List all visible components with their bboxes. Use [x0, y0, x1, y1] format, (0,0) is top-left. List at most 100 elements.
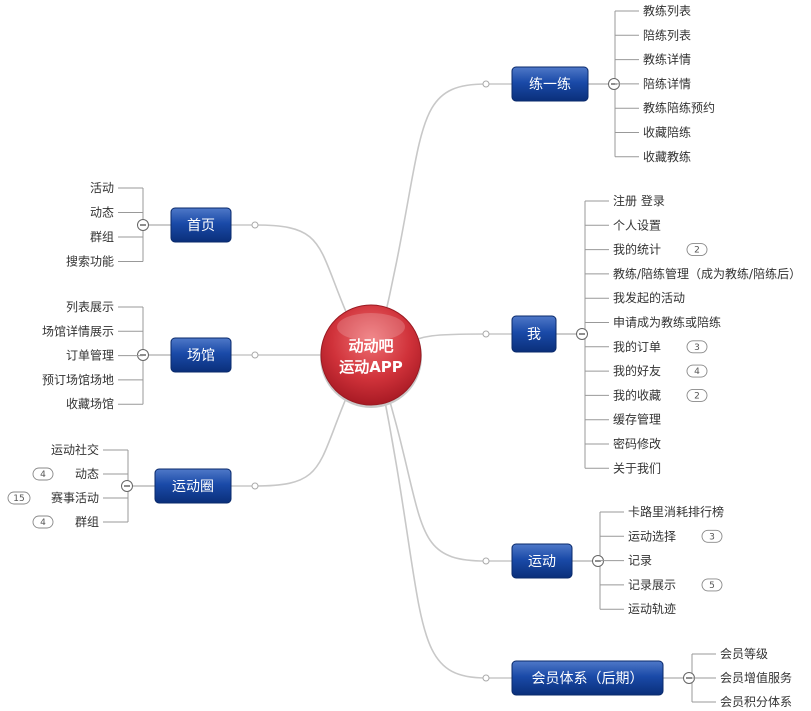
branch-node-changguan[interactable]: 场馆 [170, 337, 232, 373]
leaf-item[interactable]: 赛事活动 15 [7, 490, 128, 505]
leaf-item[interactable]: 运动选择 3 [600, 529, 723, 543]
leaf-label: 运动选择 [628, 529, 676, 543]
branch-node-box [511, 315, 557, 353]
leaf-item[interactable]: 会员增值服务 [692, 670, 792, 685]
leaf-item[interactable]: 密码修改 [585, 436, 661, 451]
leaf-item[interactable]: 个人设置 [585, 218, 661, 232]
root-title-line2: 运动APP [339, 358, 403, 376]
branch-node-yundong[interactable]: 运动 [511, 543, 573, 579]
leaf-item[interactable]: 运动社交 [51, 442, 128, 457]
leaf-item[interactable]: 动态4 [32, 467, 128, 481]
branch-node-wo[interactable]: 我 [511, 315, 557, 353]
leaf-item[interactable]: 陪练列表 [615, 27, 691, 42]
count-badge[interactable]: 2 [686, 388, 708, 402]
count-badge[interactable]: 5 [701, 578, 723, 592]
connector-dot [251, 482, 259, 490]
leaf-label: 订单管理 [66, 348, 114, 363]
leaf-item[interactable]: 记录 [600, 554, 652, 568]
leaf-label: 预订场馆场地 [42, 372, 114, 387]
branch-node-shouye[interactable]: 首页 [170, 207, 232, 243]
leaf-label: 教练陪练预约 [643, 100, 715, 115]
collapse-toggle-yundongquan[interactable] [121, 480, 133, 492]
leaf-label: 会员积分体系 [720, 695, 792, 709]
branch-node-yundongquan[interactable]: 运动圈 [154, 468, 232, 504]
branch-node-label: 练一练 [529, 77, 571, 93]
count-badge[interactable]: 4 [32, 515, 54, 529]
leaf-item[interactable]: 运动轨迹 [600, 602, 676, 616]
leaf-item[interactable]: 活动 [90, 181, 143, 195]
leaf-label: 陪练列表 [643, 27, 691, 42]
leaf-label: 我的收藏 [613, 387, 661, 402]
leaf-item[interactable]: 预订场馆场地 [42, 372, 143, 387]
branch-node-box [511, 660, 664, 696]
leaf-item[interactable]: 群组4 [32, 515, 128, 529]
leaf-item[interactable]: 收藏场馆 [66, 396, 143, 411]
leaf-item[interactable]: 缓存管理 [585, 412, 661, 427]
leaf-label: 赛事活动 [51, 490, 99, 505]
leaf-item[interactable]: 注册 登录 [585, 193, 665, 208]
leaf-item[interactable]: 申请成为教练或陪练 [585, 315, 721, 330]
root-highlight [337, 313, 405, 341]
badge-pill [7, 491, 31, 505]
leaf-item[interactable]: 收藏教练 [615, 149, 691, 164]
collapse-toggle-huiyuan[interactable] [683, 672, 695, 684]
count-badge[interactable]: 4 [686, 364, 708, 378]
leaf-item[interactable]: 会员等级 [692, 647, 768, 661]
branch-node-box [511, 66, 589, 102]
collapse-toggle-lianyilian[interactable] [608, 78, 620, 90]
branch-node-lianyilian[interactable]: 练一练 [511, 66, 589, 102]
leaf-item[interactable]: 场馆详情展示 [42, 323, 143, 338]
count-badge[interactable]: 2 [686, 243, 708, 257]
branch-node-label: 场馆 [187, 348, 215, 364]
leaf-item[interactable]: 关于我们 [585, 460, 661, 475]
branch-node-box [511, 543, 573, 579]
leaf-label: 记录 [628, 554, 652, 568]
branch-node-box [154, 468, 232, 504]
leaf-item[interactable]: 教练/陪练管理（成为教练/陪练后） [585, 266, 801, 281]
leaf-item[interactable]: 卡路里消耗排行榜 [600, 504, 724, 519]
badge-pill [686, 364, 708, 378]
leaf-label: 动态 [90, 206, 114, 220]
count-badge[interactable]: 3 [701, 529, 723, 543]
branch-node-label: 运动圈 [172, 479, 214, 495]
leaf-item[interactable]: 群组 [90, 230, 143, 244]
leaf-item[interactable]: 我发起的活动 [585, 290, 685, 305]
leaf-label: 我的统计 [613, 242, 661, 257]
connector-yundong [378, 365, 487, 562]
leaf-item[interactable]: 会员积分体系 [692, 695, 792, 709]
branch-node-box [170, 337, 232, 373]
leaf-label: 运动轨迹 [628, 602, 676, 616]
leaf-label: 陪练详情 [643, 76, 691, 91]
branch-node-huiyuan[interactable]: 会员体系（后期） [511, 660, 664, 696]
count-badge[interactable]: 4 [32, 467, 54, 481]
leaf-item[interactable]: 教练陪练预约 [615, 100, 715, 115]
leaf-item[interactable]: 陪练详情 [615, 76, 691, 91]
badge-count: 4 [40, 470, 46, 480]
connector-dot [482, 330, 490, 338]
root-circle [320, 304, 422, 406]
count-badge[interactable]: 3 [686, 340, 708, 354]
leaf-label: 收藏场馆 [66, 396, 114, 411]
leaf-label: 运动社交 [51, 442, 99, 457]
collapse-toggle-wo[interactable] [576, 328, 588, 340]
count-badge[interactable]: 15 [7, 491, 31, 505]
leaf-item[interactable]: 订单管理 [66, 348, 143, 363]
leaf-item[interactable]: 搜索功能 [66, 254, 143, 269]
leaf-item[interactable]: 收藏陪练 [615, 125, 691, 140]
leaf-item[interactable]: 教练列表 [615, 3, 691, 18]
badge-count: 5 [709, 581, 715, 591]
collapse-toggle-changguan[interactable] [137, 349, 149, 361]
leaf-item[interactable]: 教练详情 [615, 52, 691, 67]
leaf-item[interactable]: 动态 [90, 206, 143, 220]
leaf-item[interactable]: 列表展示 [66, 300, 143, 314]
collapse-toggle-shouye[interactable] [137, 219, 149, 231]
leaf-item[interactable]: 我的统计 2 [585, 242, 708, 257]
badge-pill [686, 388, 708, 402]
leaf-item[interactable]: 我的收藏 2 [585, 387, 708, 402]
leaf-label: 我发起的活动 [613, 290, 685, 305]
